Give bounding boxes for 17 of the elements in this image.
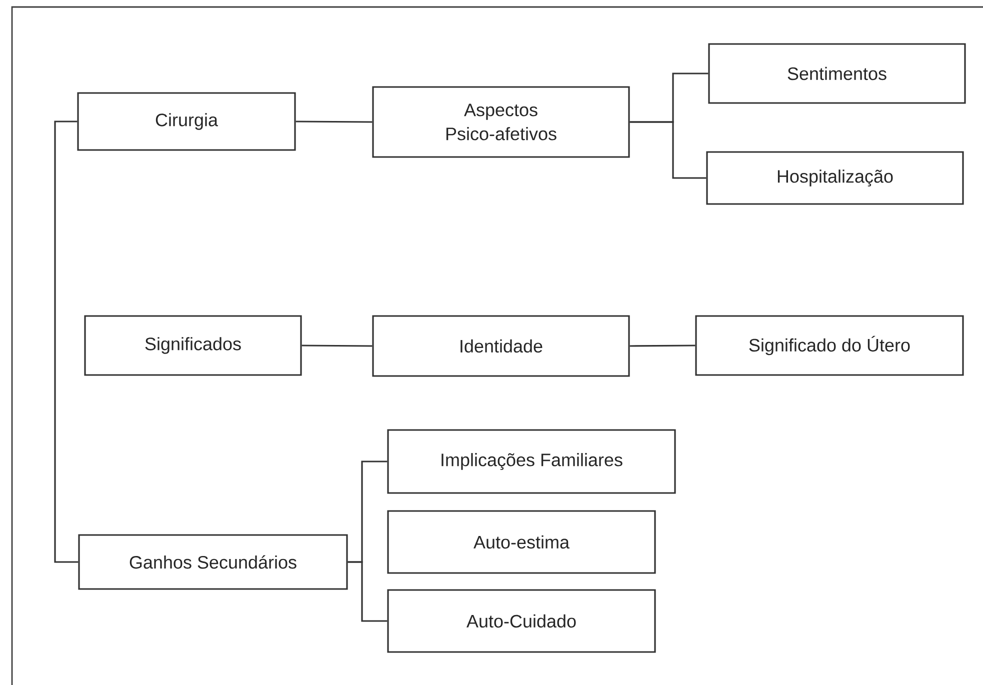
text-box: Implicações Familiares — [387, 429, 676, 494]
text-box: Hospitalização — [706, 151, 964, 205]
connector-line — [296, 120, 372, 123]
text-box: Cirurgia — [77, 92, 296, 151]
text-box: Sentimentos — [708, 43, 966, 104]
text-box: Identidade — [372, 315, 630, 377]
text-box: Significados — [84, 315, 302, 376]
connector-line — [348, 561, 388, 622]
connector-line — [630, 344, 696, 347]
text-box: Aspectos Psico-afetivos — [372, 86, 630, 158]
text-box: Auto-Cuidado — [387, 589, 656, 653]
connector-line — [54, 120, 78, 563]
connector-line — [630, 121, 706, 179]
connector-line — [302, 344, 372, 347]
text-box: Significado do Útero — [695, 315, 964, 376]
text-box: Ganhos Secundários — [78, 534, 348, 590]
text-box: Auto-estima — [387, 510, 656, 574]
